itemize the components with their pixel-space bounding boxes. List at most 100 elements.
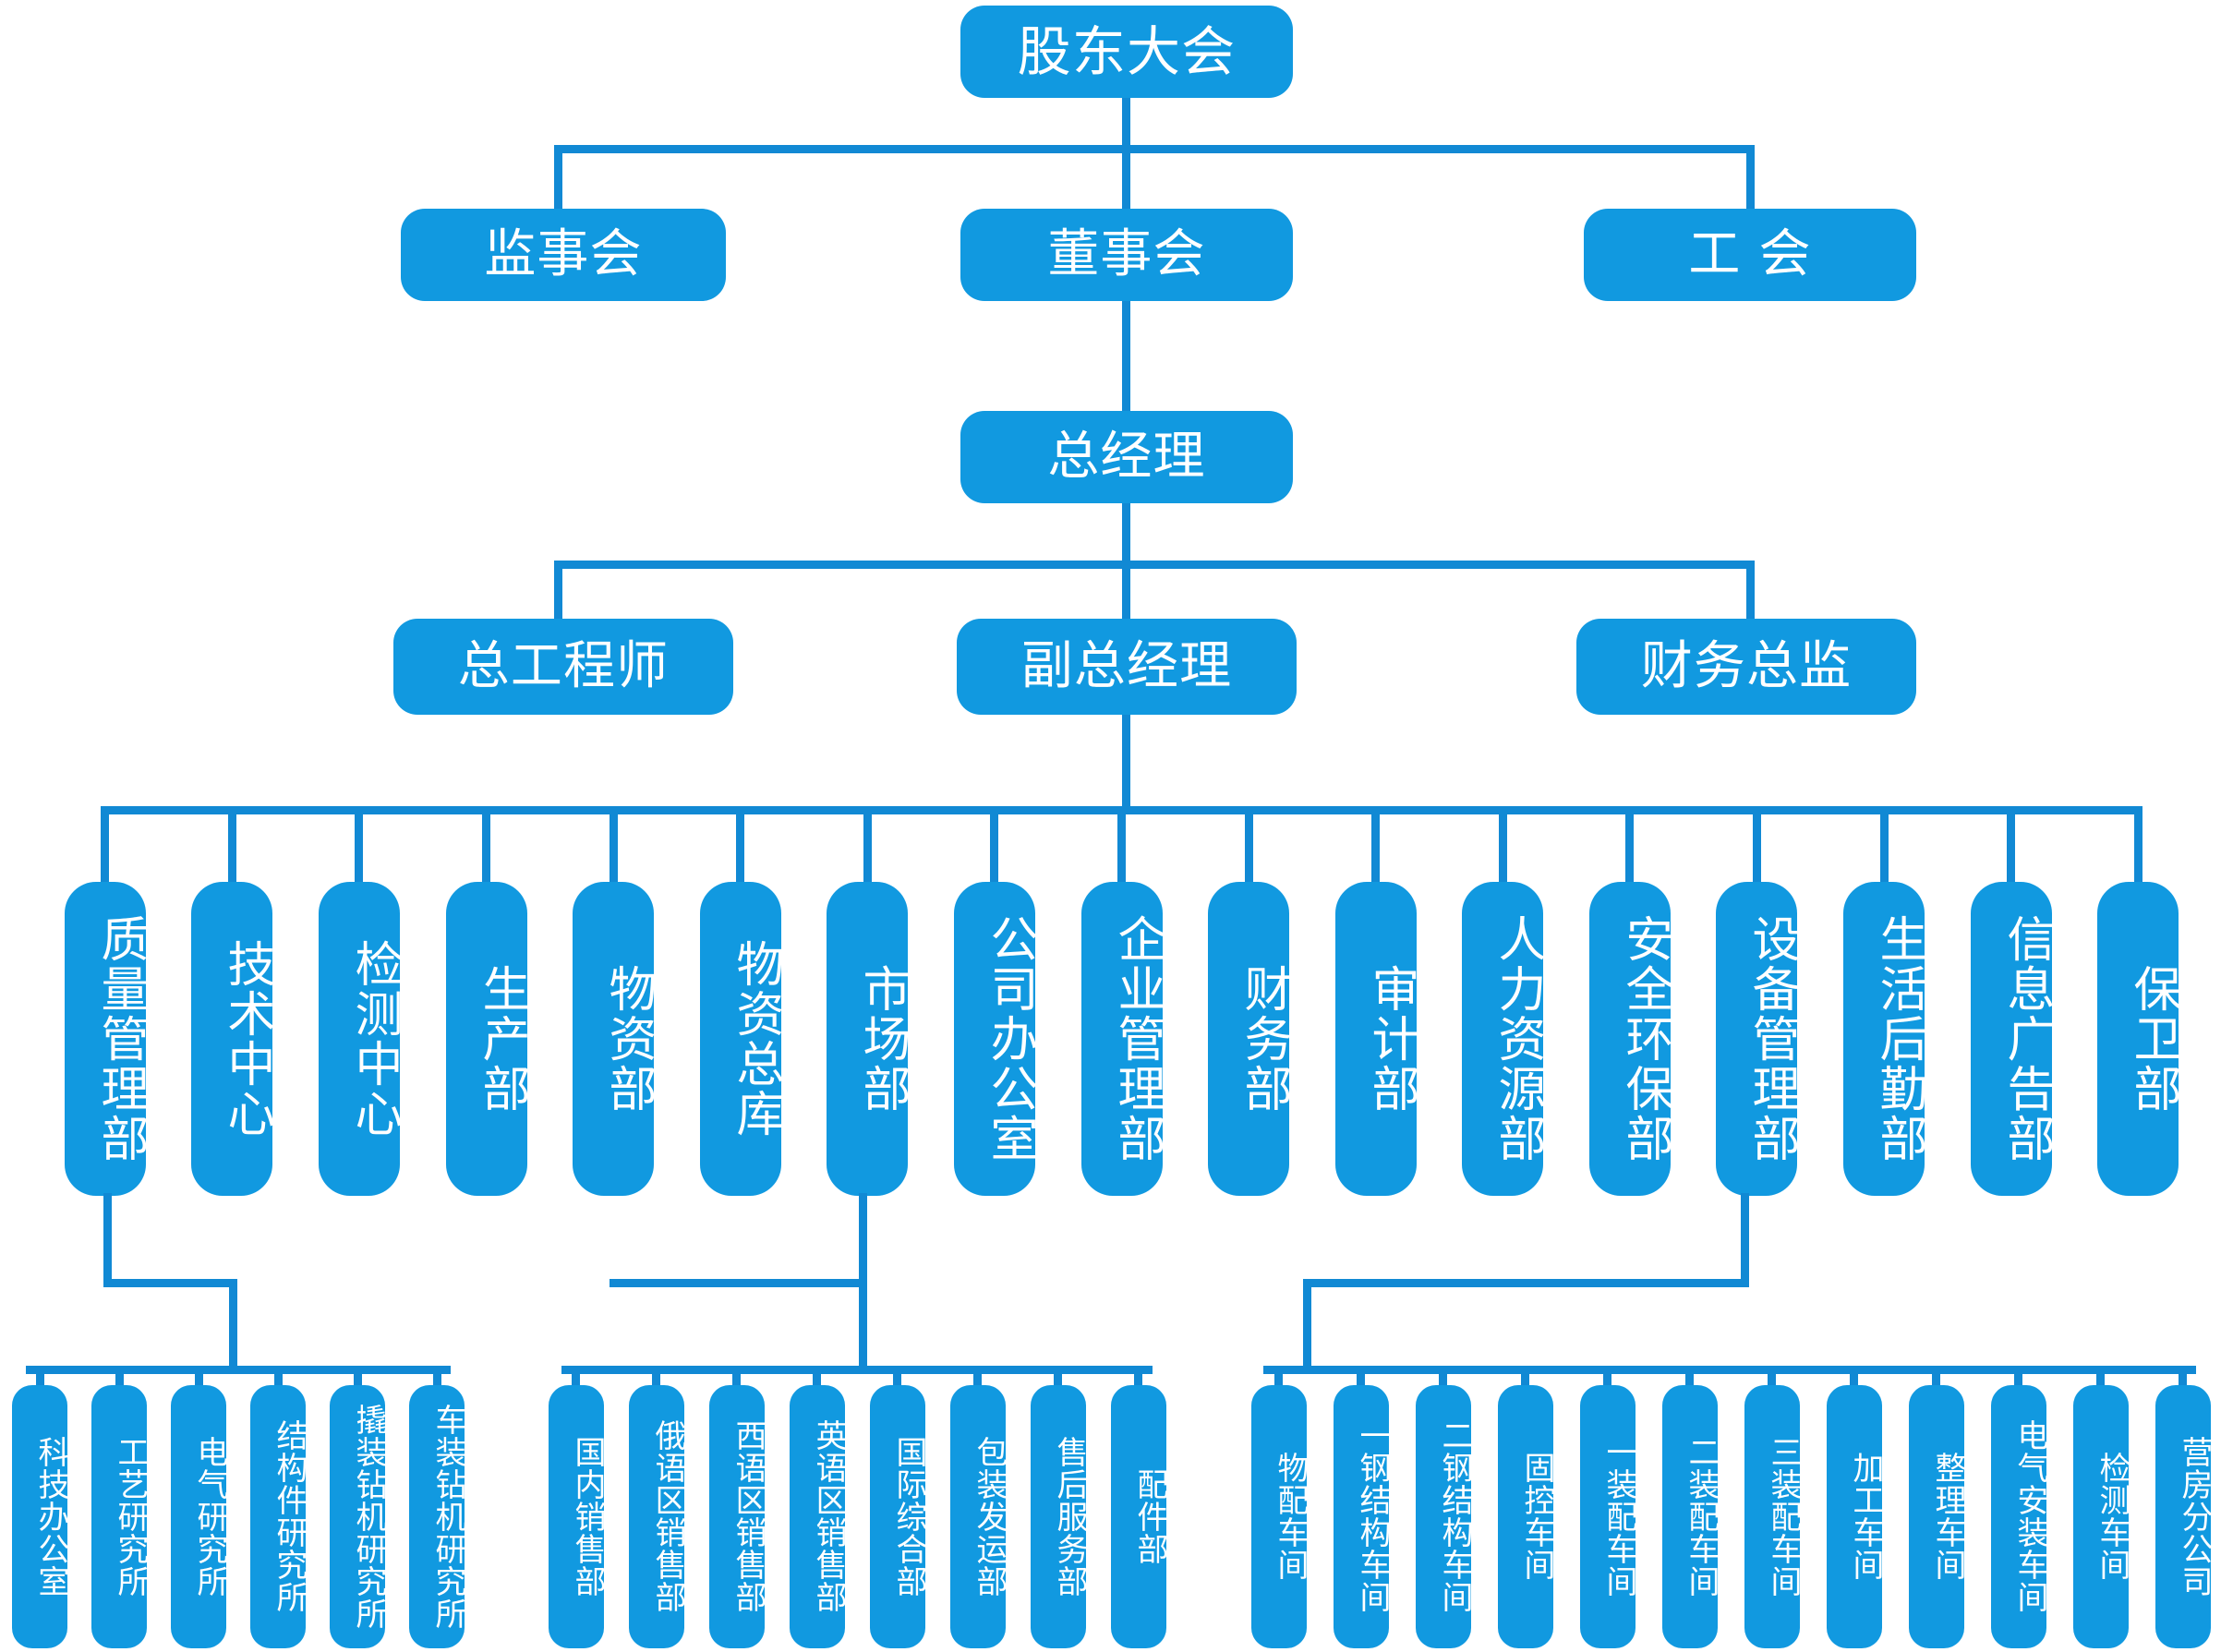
node-department-12[interactable]: 安全环保部 xyxy=(1589,882,1672,1196)
connector-group-market-stem-up xyxy=(859,1193,867,1286)
node-department-13[interactable]: 设备管理部 xyxy=(1716,882,1799,1196)
connector-market-drop xyxy=(973,1366,982,1385)
connector-market-drop xyxy=(732,1366,741,1385)
connector-level2-drop-left xyxy=(554,145,562,211)
node-department-15[interactable]: 信息广告部 xyxy=(1971,882,2054,1196)
connector-group-market-drop xyxy=(859,1279,867,1373)
connector-group-production-stem-up xyxy=(1741,1193,1749,1286)
node-production-sub-4[interactable]: 一装配车间 xyxy=(1580,1385,1637,1648)
node-department-6[interactable]: 市场部 xyxy=(827,882,910,1196)
connector-technology-drop xyxy=(433,1366,441,1385)
connector-production-drop xyxy=(2179,1366,2187,1385)
node-market-sub-2[interactable]: 西语区销售部 xyxy=(709,1385,766,1648)
node-market-sub-6[interactable]: 售后服务部 xyxy=(1031,1385,1088,1648)
node-production-sub-10[interactable]: 检测车间 xyxy=(2073,1385,2130,1648)
node-production-sub-0[interactable]: 物配车间 xyxy=(1251,1385,1309,1648)
node-technology-sub-0[interactable]: 科技办公室 xyxy=(12,1385,69,1648)
connector-technology-drop xyxy=(115,1366,124,1385)
node-production-sub-11[interactable]: 营房分公司 xyxy=(2155,1385,2213,1648)
node-technology-sub-5[interactable]: 车装钻机研究所 xyxy=(409,1385,466,1648)
connector-market-drop xyxy=(893,1366,901,1385)
connector-production-drop xyxy=(1603,1366,1611,1385)
node-production-sub-6[interactable]: 三装配车间 xyxy=(1744,1385,1802,1648)
connector-department-drop xyxy=(1880,806,1889,882)
connector-department-drop xyxy=(2007,806,2015,882)
node-chief-engineer[interactable]: 总工程师 xyxy=(393,619,733,715)
connector-department-drop xyxy=(736,806,744,882)
connector-market-drop xyxy=(652,1366,660,1385)
node-general-manager[interactable]: 总经理 xyxy=(960,411,1293,503)
connector-department-drop xyxy=(1499,806,1507,882)
node-production-sub-8[interactable]: 整理车间 xyxy=(1909,1385,1966,1648)
node-production-sub-2[interactable]: 二钢结构车间 xyxy=(1416,1385,1473,1648)
node-market-sub-5[interactable]: 包装发运部 xyxy=(950,1385,1008,1648)
connector-group-market-bus xyxy=(561,1366,1153,1374)
connector-market-drop xyxy=(813,1366,821,1385)
node-shareholders-meeting[interactable]: 股东大会 xyxy=(960,6,1293,98)
node-production-sub-3[interactable]: 固控车间 xyxy=(1498,1385,1555,1648)
node-deputy-general-manager[interactable]: 副总经理 xyxy=(957,619,1297,715)
connector-production-drop xyxy=(2014,1366,2022,1385)
connector-technology-drop xyxy=(195,1366,203,1385)
connector-market-drop xyxy=(572,1366,580,1385)
connector-department-drop xyxy=(1117,806,1126,882)
connector-level4-drop-right xyxy=(1746,561,1755,627)
node-market-sub-3[interactable]: 英语区销售部 xyxy=(790,1385,847,1648)
node-finance-director[interactable]: 财务总监 xyxy=(1576,619,1916,715)
node-department-3[interactable]: 生产部 xyxy=(446,882,529,1196)
connector-production-drop xyxy=(1439,1366,1447,1385)
connector-level2-drop-right xyxy=(1746,145,1755,211)
node-department-9[interactable]: 财务部 xyxy=(1208,882,1291,1196)
node-production-sub-1[interactable]: 一钢结构车间 xyxy=(1334,1385,1391,1648)
connector-level1-stem xyxy=(1122,98,1130,149)
node-department-8[interactable]: 企业管理部 xyxy=(1081,882,1165,1196)
connector-production-drop xyxy=(1521,1366,1529,1385)
connector-production-drop xyxy=(1685,1366,1694,1385)
connector-level2-bus xyxy=(554,145,1755,153)
node-technology-sub-4[interactable]: 撬装钻机研究所 xyxy=(330,1385,387,1648)
node-technology-sub-2[interactable]: 电气研究所 xyxy=(171,1385,228,1648)
connector-production-drop xyxy=(1850,1366,1858,1385)
connector-department-drop xyxy=(1371,806,1380,882)
connector-group-technology-drop xyxy=(229,1279,237,1373)
node-production-sub-5[interactable]: 二装配车间 xyxy=(1662,1385,1720,1648)
connector-level4-drop-left xyxy=(554,561,562,627)
connector-market-drop xyxy=(1054,1366,1062,1385)
node-department-11[interactable]: 人力资源部 xyxy=(1462,882,1545,1196)
connector-level2-drop-center xyxy=(1122,145,1130,211)
connector-technology-drop xyxy=(354,1366,362,1385)
node-labor-union[interactable]: 工 会 xyxy=(1584,209,1916,301)
node-department-14[interactable]: 生活后勤部 xyxy=(1843,882,1926,1196)
node-production-sub-9[interactable]: 电气安装车间 xyxy=(1991,1385,2048,1648)
node-supervisory-board[interactable]: 监事会 xyxy=(401,209,726,301)
node-department-0[interactable]: 质量管理部 xyxy=(65,882,148,1196)
connector-production-drop xyxy=(1932,1366,1940,1385)
connector-department-drop xyxy=(1245,806,1253,882)
node-production-sub-7[interactable]: 加工车间 xyxy=(1827,1385,1884,1648)
node-department-5[interactable]: 物资总库 xyxy=(700,882,783,1196)
node-technology-sub-1[interactable]: 工艺研究所 xyxy=(91,1385,149,1648)
connector-group-production-bus xyxy=(1263,1366,2196,1374)
node-market-sub-4[interactable]: 国际综合部 xyxy=(870,1385,927,1648)
connector-department-drop xyxy=(101,806,109,882)
connector-department-drop xyxy=(1625,806,1634,882)
connector-level4-drop-center xyxy=(1122,561,1130,627)
connector-department-drop xyxy=(1753,806,1761,882)
connector-department-drop xyxy=(482,806,490,882)
node-department-4[interactable]: 物资部 xyxy=(573,882,656,1196)
connector-board-to-gm xyxy=(1122,301,1130,411)
node-market-sub-0[interactable]: 国内销售部 xyxy=(549,1385,606,1648)
connector-group-technology-bus xyxy=(26,1366,451,1374)
connector-production-drop xyxy=(2096,1366,2105,1385)
node-technology-sub-3[interactable]: 结构件研究所 xyxy=(250,1385,308,1648)
node-department-10[interactable]: 审计部 xyxy=(1335,882,1418,1196)
node-board-of-directors[interactable]: 董事会 xyxy=(960,209,1293,301)
connector-department-drop xyxy=(2134,806,2142,882)
node-department-1[interactable]: 技术中心 xyxy=(191,882,274,1196)
node-department-2[interactable]: 检测中心 xyxy=(319,882,402,1196)
connector-group-technology-riser xyxy=(103,1279,237,1287)
node-department-16[interactable]: 保卫部 xyxy=(2097,882,2180,1196)
node-market-sub-1[interactable]: 俄语区销售部 xyxy=(629,1385,686,1648)
node-market-sub-7[interactable]: 配件部 xyxy=(1111,1385,1168,1648)
node-department-7[interactable]: 公司办公室 xyxy=(954,882,1037,1196)
